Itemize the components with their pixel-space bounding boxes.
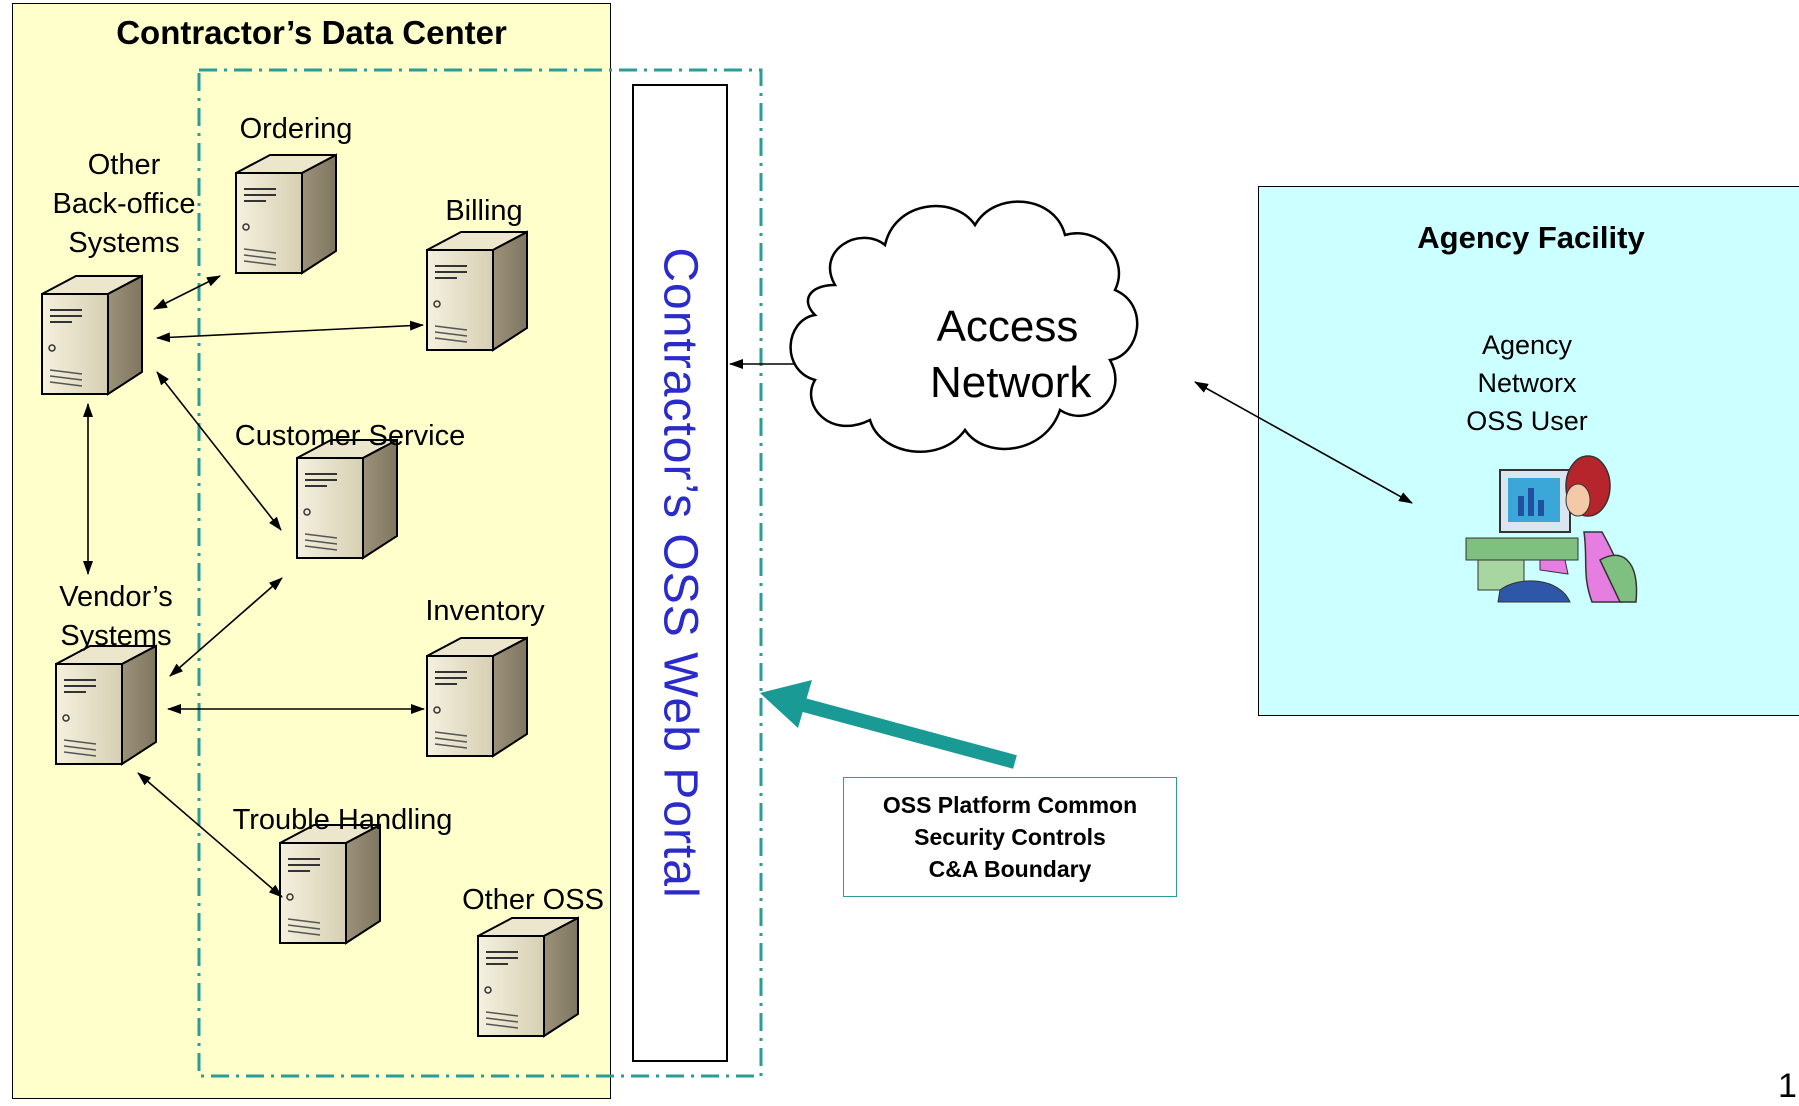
label-inventory: Inventory (425, 595, 545, 627)
server-icon-other-oss (477, 917, 579, 1037)
security-boundary (197, 68, 763, 1078)
label-line: Access (936, 302, 1079, 351)
label-line: Back-office (52, 188, 196, 220)
data-center-title: Contractor’s Data Center (116, 14, 507, 51)
label-trouble-handling: Trouble Handling (232, 804, 453, 836)
arrow-vendors-trouble-handling (137, 772, 283, 898)
server-icon-customer-service (296, 439, 398, 559)
label-line: Systems (68, 227, 180, 259)
arrow-backoffice-billing (156, 320, 424, 343)
arrow-network-agency (1194, 381, 1413, 504)
label-line: Vendor’s (59, 581, 173, 613)
label-other-oss: Other OSS (462, 884, 604, 916)
label-line: OSS User (1466, 406, 1588, 436)
cloud-icon (789, 200, 1139, 454)
arrow-vendors-customer-service (169, 577, 283, 677)
label-other-backoffice: Other Back-office Systems (34, 146, 214, 263)
label-ordering: Ordering (239, 113, 353, 145)
security-controls-box: OSS Platform Common Security Controls C&… (843, 777, 1177, 897)
label-line: Security Controls (914, 824, 1106, 850)
agency-facility-title: Agency Facility (1417, 220, 1645, 255)
server-icon-vendors (55, 645, 157, 765)
web-portal-box (632, 84, 728, 1062)
server-icon-trouble-handling (279, 824, 381, 944)
label-billing: Billing (445, 195, 523, 227)
server-icon-billing (426, 231, 528, 351)
access-network-label: Access Network (930, 299, 1092, 411)
label-line: C&A Boundary (928, 856, 1092, 882)
page-number: 1 (1778, 1067, 1797, 1105)
label-line: Systems (60, 620, 172, 652)
arrow-backoffice-customer-service (156, 371, 282, 531)
pointer-arrow-shaft (798, 697, 1017, 769)
label-line: Other (87, 149, 161, 181)
agency-user-label: Agency Networx OSS User (1452, 326, 1602, 440)
arrow-backoffice-ordering (153, 275, 221, 310)
label-customer-service: Customer Service (234, 420, 466, 452)
label-line: Agency (1481, 330, 1573, 360)
label-line: Networx (1477, 368, 1577, 398)
server-icon-inventory (426, 637, 528, 757)
label-line: Network (930, 358, 1092, 407)
server-icon-other-backoffice (41, 275, 143, 395)
label-vendors: Vendor’s Systems (36, 578, 196, 656)
label-line: OSS Platform Common (882, 792, 1138, 818)
server-icon-ordering (235, 154, 337, 274)
person-at-computer-icon (1465, 455, 1638, 603)
pointer-arrow-head (760, 680, 812, 728)
